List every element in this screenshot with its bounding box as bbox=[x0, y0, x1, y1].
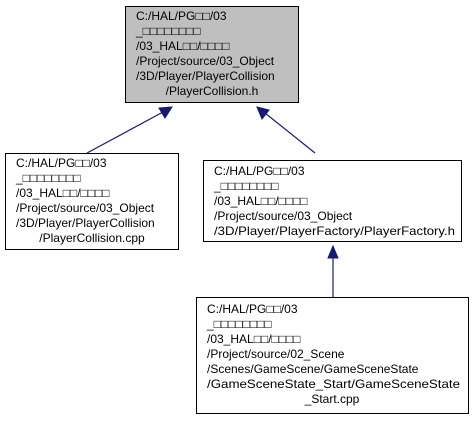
node-box bbox=[196, 297, 469, 414]
node-label: C:/HAL/PG□□/03 _□□□□□□□□ /03_HAL□□/□□□□ … bbox=[15, 156, 158, 245]
edges bbox=[86, 106, 339, 297]
arrowhead-icon bbox=[327, 244, 339, 259]
node-label: C:/HAL/PG□□/03 _□□□□□□□□ /03_HAL□□/□□□□ … bbox=[213, 164, 455, 238]
arrowhead-icon bbox=[158, 106, 173, 119]
node-box bbox=[5, 153, 179, 250]
node-box bbox=[125, 6, 299, 103]
node-game-scene-state-start-cpp[interactable]: C:/HAL/PG□□/03 _□□□□□□□□ /03_HAL□□/□□□□ … bbox=[196, 297, 469, 414]
node-box bbox=[203, 160, 462, 242]
edge-factory-h-to-collision-h bbox=[264, 112, 316, 154]
node-player-factory-h[interactable]: C:/HAL/PG□□/03 _□□□□□□□□ /03_HAL□□/□□□□ … bbox=[203, 160, 462, 242]
node-player-collision-cpp[interactable]: C:/HAL/PG□□/03 _□□□□□□□□ /03_HAL□□/□□□□ … bbox=[5, 153, 179, 250]
arrowhead-icon bbox=[256, 106, 270, 120]
node-label: C:/HAL/PG□□/03 _□□□□□□□□ /03_HAL□□/□□□□ … bbox=[135, 9, 278, 98]
node-player-collision-h[interactable]: C:/HAL/PG□□/03 _□□□□□□□□ /03_HAL□□/□□□□ … bbox=[125, 6, 299, 103]
edge-collision-cpp-to-collision-h bbox=[86, 111, 164, 154]
node-label: C:/HAL/PG□□/03 _□□□□□□□□ /03_HAL□□/□□□□ … bbox=[206, 302, 463, 406]
